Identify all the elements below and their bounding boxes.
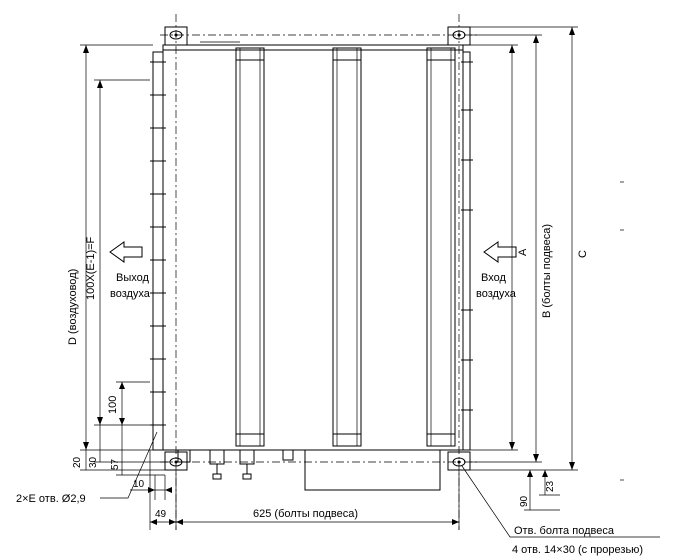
unit-body	[152, 41, 471, 491]
label-dim-49: 49	[155, 509, 167, 520]
dim-b-line	[470, 34, 542, 463]
dim-d-line	[80, 44, 153, 451]
label-dim-100: 100	[107, 396, 119, 414]
label-duct-dim: D (воздуховод)	[67, 269, 79, 345]
dim-f-line	[94, 79, 150, 425]
dim-a-line	[470, 44, 518, 451]
label-inlet-1: Вход	[481, 272, 506, 284]
label-outlet-2: воздуха	[110, 288, 151, 300]
dim-c-line	[470, 26, 578, 471]
outlet-flange	[152, 51, 164, 451]
label-inlet-2: воздуха	[476, 288, 517, 300]
flange-hole-ticks	[150, 61, 473, 426]
outlet-arrow-icon	[109, 241, 143, 263]
coil-bar-1	[235, 47, 265, 447]
holes-leader	[100, 431, 158, 499]
label-dim-a: A	[517, 248, 529, 256]
dim-20-30-57-lines	[80, 425, 175, 476]
bolt-leader	[461, 465, 660, 538]
fitting-4	[282, 449, 294, 461]
label-dim-30: 30	[88, 456, 99, 468]
center-lines	[160, 14, 480, 530]
inlet-flange	[462, 51, 471, 451]
label-dim-90: 90	[519, 495, 530, 507]
label-outlet-1: Выход	[116, 272, 149, 284]
label-dim-10: 10	[133, 479, 145, 490]
coil-bar-2	[332, 47, 362, 447]
label-holes-note: 2×E отв. Ø2,9	[16, 493, 86, 505]
label-bolt-note-2: 4 отв. 14×30 (с прорезью)	[512, 544, 643, 556]
side-ticks	[620, 181, 624, 481]
coil-bar-3	[426, 47, 456, 447]
label-dim-20: 20	[72, 456, 83, 468]
label-dim-c: C	[577, 250, 589, 258]
bottom-box	[304, 449, 441, 491]
label-pitch-formula: 100X(E-1)=F	[85, 236, 97, 300]
label-dim-57: 57	[110, 458, 121, 470]
dim-90-23-lines	[524, 470, 560, 511]
dim-49-625-line	[149, 450, 460, 530]
label-dim-b: B (болты подвеса)	[541, 224, 553, 318]
label-dim-23: 23	[545, 480, 556, 492]
label-dim-625: 625 (болты подвеса)	[253, 508, 358, 520]
label-bolt-note-1: Отв. болта подвеса	[514, 525, 615, 537]
inlet-arrow-icon	[483, 241, 517, 263]
